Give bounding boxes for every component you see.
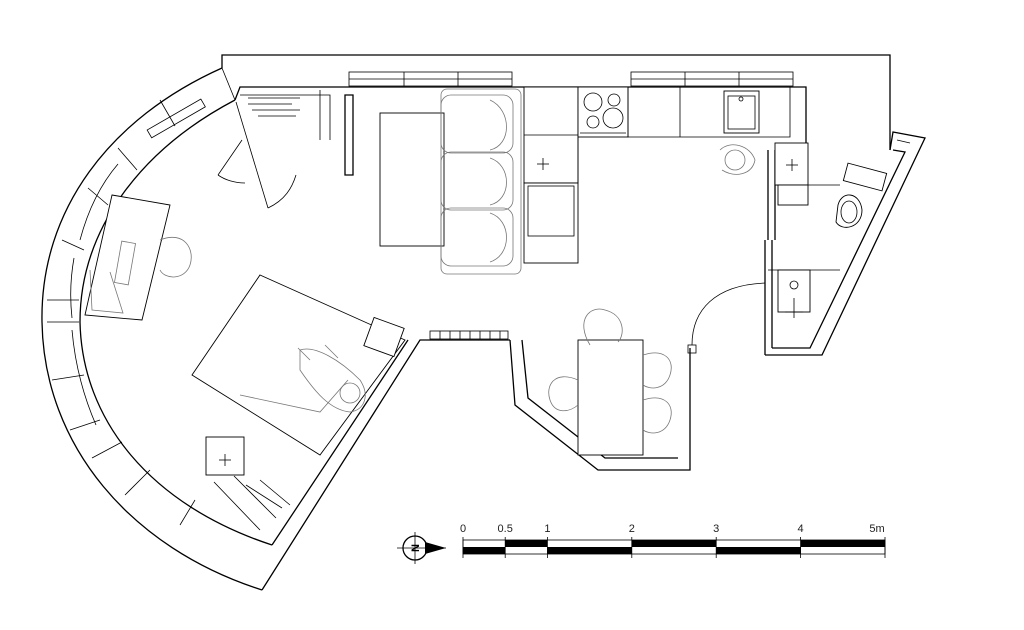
scale-bar-tick-label: 3 xyxy=(713,523,719,535)
north-arrow-letter: N xyxy=(410,544,422,552)
kitchen xyxy=(523,86,809,264)
scale-bar-segment xyxy=(505,540,548,547)
dining-table xyxy=(548,308,672,456)
scale-bar: 0 0.5 1 2 3 4 5m xyxy=(460,523,886,558)
north-arrow-icon: N xyxy=(397,532,446,564)
scale-bar-tick-label: 1 xyxy=(544,523,550,535)
sofa xyxy=(379,88,522,275)
scale-bar-tick-label: 0.5 xyxy=(498,523,513,535)
interior-partitions xyxy=(217,90,840,355)
scale-bar-tick-label: 0 xyxy=(460,523,466,535)
scale-bar-segment xyxy=(716,547,801,554)
bathroom-fixtures xyxy=(777,162,888,318)
scale-bar-tick-label: 2 xyxy=(629,523,635,535)
scale-bar-segment xyxy=(547,547,632,554)
bed xyxy=(191,274,406,531)
scale-bar-tick-label: 4 xyxy=(798,523,804,535)
scale-bar-tick-label: 5m xyxy=(869,523,884,535)
exterior-walls xyxy=(41,54,926,591)
person-in-bed xyxy=(297,344,366,413)
scale-bar-segment xyxy=(463,547,506,554)
desk xyxy=(84,194,192,321)
person-in-kitchen xyxy=(719,144,756,175)
scale-bar-segment xyxy=(631,540,717,547)
scale-bar-segment xyxy=(800,540,885,547)
